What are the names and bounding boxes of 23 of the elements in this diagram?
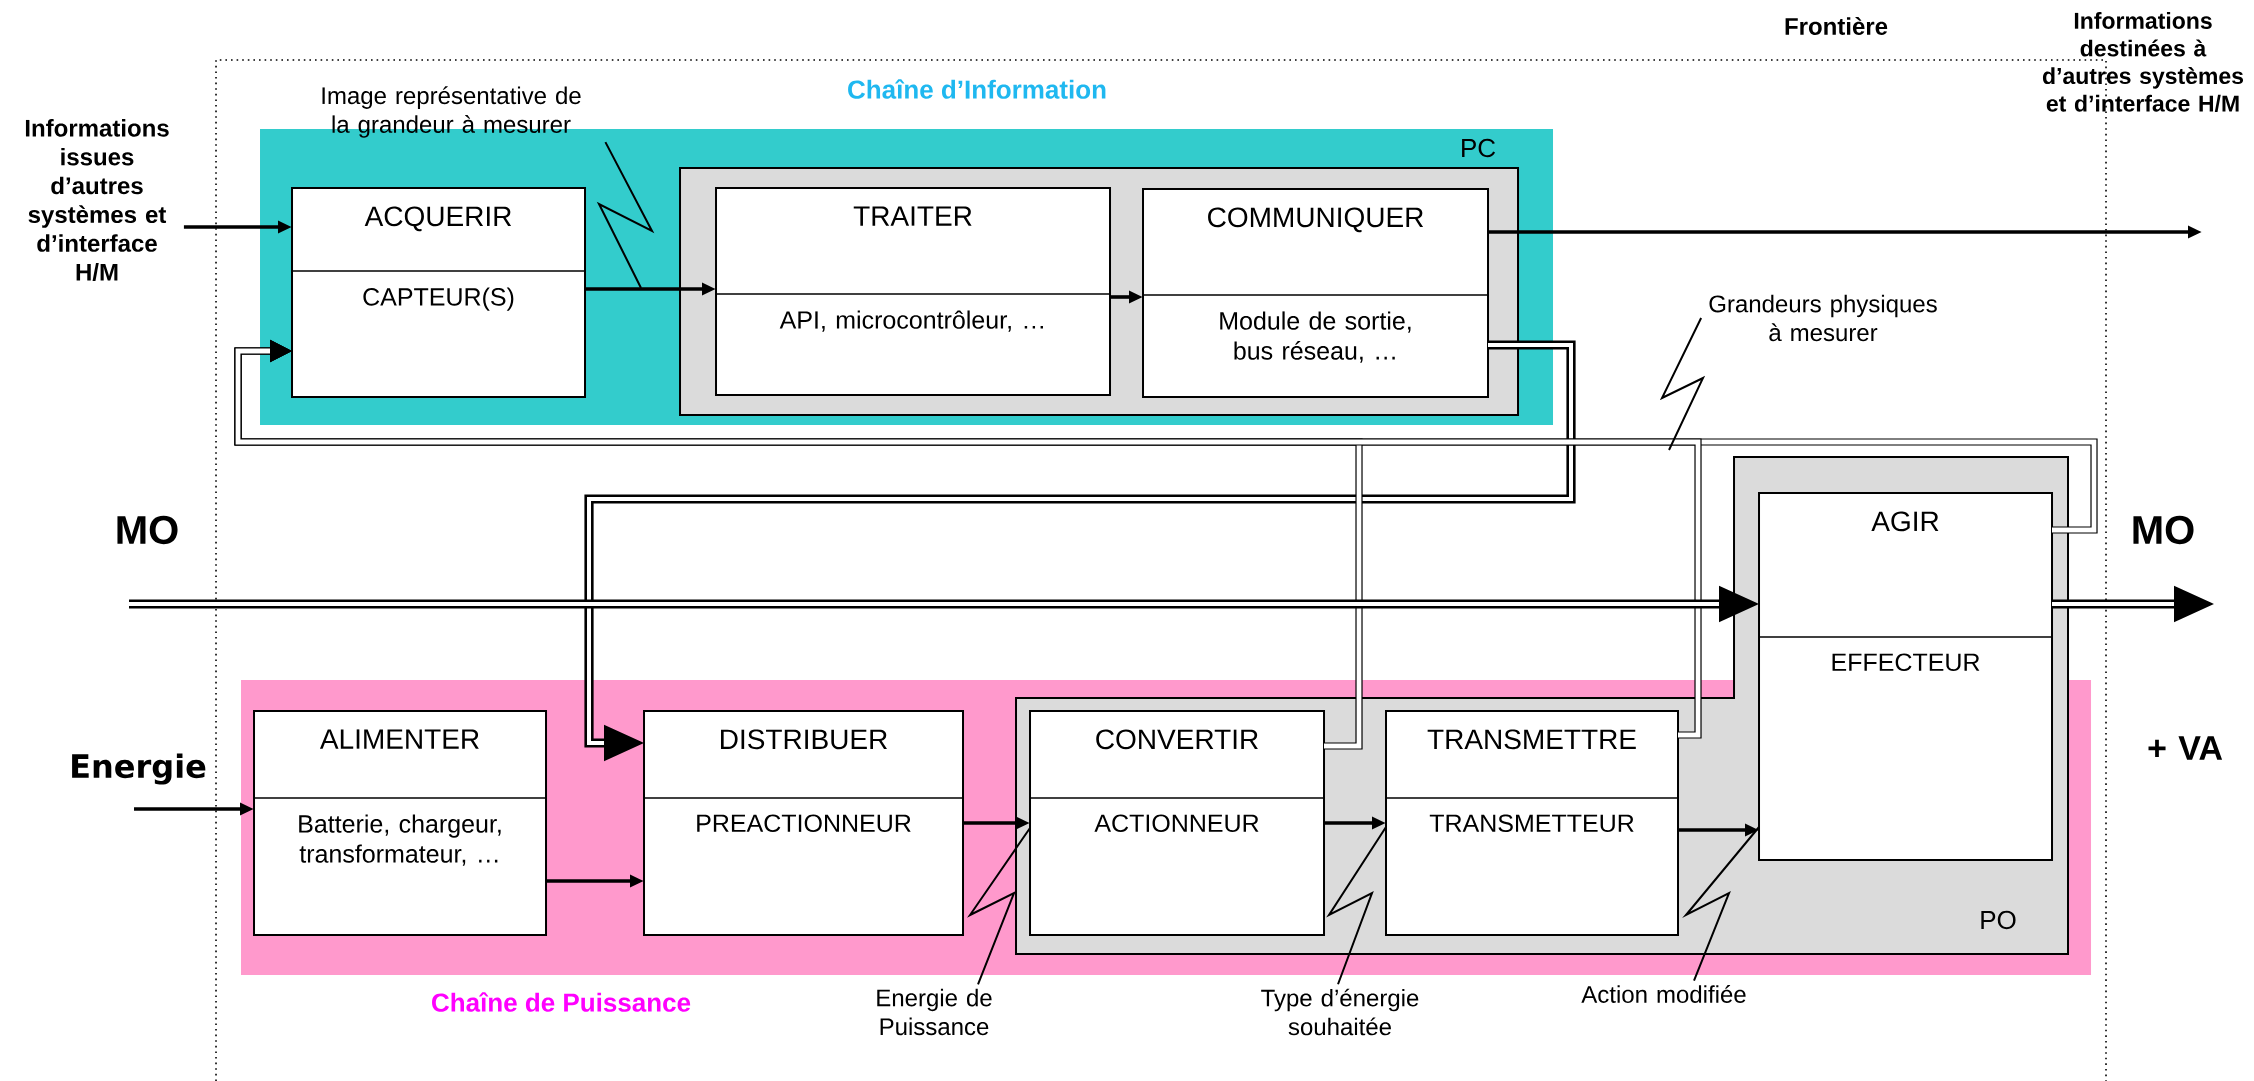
function-box: AGIR EFFECTEUR bbox=[1758, 492, 2053, 861]
function-box: CONVERTIR ACTIONNEUR bbox=[1029, 710, 1325, 936]
side-label: Energie bbox=[72, 753, 206, 785]
function-box: COMMUNIQUER Module de sortie, bus réseau, … bbox=[1142, 188, 1489, 398]
function-box: TRAITER API, microcontrôleur, … bbox=[715, 187, 1111, 396]
side-label: Informations destinées à d’autres systèmes et d’interface H/M bbox=[2042, 12, 2244, 112]
side-label: MO bbox=[117, 515, 178, 545]
annotation-text: Informations issues d’autres systèmes et d’interface H/M bbox=[25, 119, 169, 281]
leader-line bbox=[1659, 317, 1706, 451]
annotation-text: Type d’énergie souhaitée bbox=[1261, 988, 1419, 1036]
function-box: DISTRIBUER PREACTIONNEUR bbox=[643, 710, 964, 936]
node-label: Chaîne d’Information bbox=[848, 79, 1106, 99]
node-label: Chaîne de Puissance bbox=[432, 992, 691, 1012]
annotation-text: Grandeurs physiques à mesurer bbox=[1709, 294, 1937, 342]
annotation-text: Action modifiée bbox=[1581, 985, 1746, 1003]
function-box: ALIMENTER Batterie, chargeur, transformateur, … bbox=[253, 710, 547, 936]
annotation-text: Energie de Puissance bbox=[877, 988, 992, 1036]
side-label: + VA bbox=[2148, 736, 2223, 760]
double-arrow bbox=[234, 339, 1702, 739]
function-box: TRANSMETTRE TRANSMETTEUR bbox=[1385, 710, 1679, 936]
side-label: MO bbox=[2133, 515, 2194, 545]
function-box: ACQUERIR CAPTEUR(S) bbox=[291, 187, 586, 398]
leader-line bbox=[596, 141, 655, 289]
